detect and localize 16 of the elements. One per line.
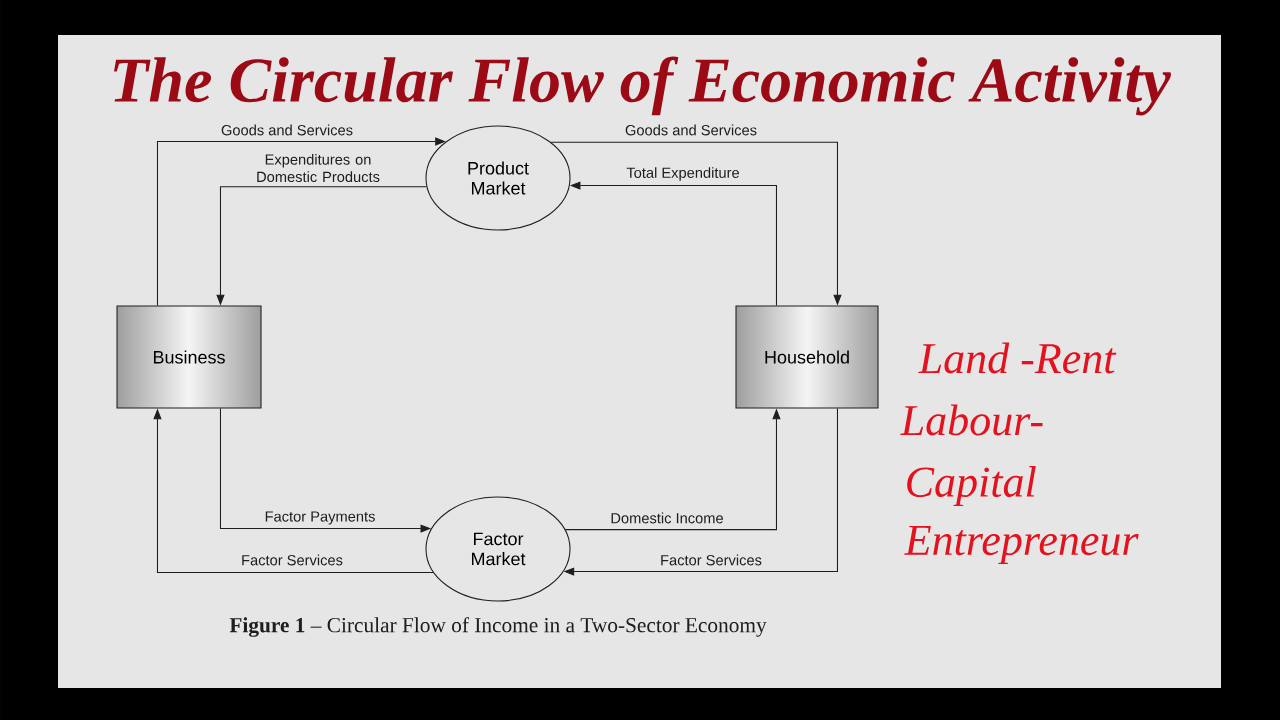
edge-label: Expenditures on Domestic Products [257,153,380,183]
handwritten-note: Land -Rent [918,342,1117,374]
figure-caption: Figure 1 – Circular Flow of Income in a Two-Sector Economy [229,617,767,637]
slide-title: The Circular Flow of Economic Activity [114,56,1171,116]
edge-label: Total Expenditure [626,167,739,181]
edge-label: Factor Services [242,554,343,566]
edge-label: Goods and Services [625,124,757,136]
edge-label: Factor Payments [265,511,375,525]
handwritten-note: Capital [907,466,1036,506]
sector-box: Household [735,305,879,409]
handwritten-note: Labour- [900,404,1043,436]
edge-label: Goods and Services [221,124,353,136]
sector-box: Business [116,305,262,409]
handwritten-note: Entrepreneur [904,525,1139,565]
edge-label: Factor Services [661,554,762,566]
edge-label: Domestic Income [611,512,723,524]
